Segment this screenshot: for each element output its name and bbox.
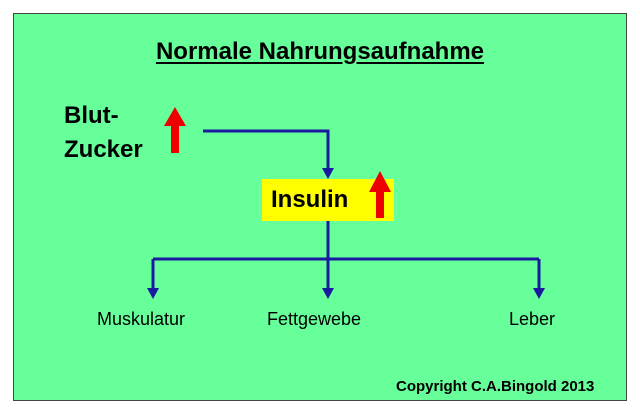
- up-arrow-icon: [164, 107, 186, 153]
- up-arrow-icon: [369, 171, 391, 218]
- arrowhead-to-fat-tissue: [322, 288, 334, 299]
- arrowhead-to-insulin: [322, 168, 334, 179]
- insulin-box: [262, 179, 394, 221]
- target-muscle: Muskulatur: [97, 309, 186, 329]
- arrowhead-to-muscle: [147, 288, 159, 299]
- blood-sugar-line-1: Blut-: [64, 102, 119, 129]
- flow-branch-lines: [151, 221, 541, 290]
- insulin-label: Insulin: [271, 186, 349, 213]
- copyright-text: Copyright C.A.Bingold 2013: [396, 378, 595, 395]
- target-fat-tissue: Fettgewebe: [267, 309, 362, 329]
- diagram-title: Normale Nahrungsaufnahme: [155, 38, 485, 65]
- blood-sugar-line-2: Zucker: [64, 136, 143, 163]
- flow-arrow-to-insulin: [203, 129, 330, 170]
- target-liver: Leber: [509, 309, 556, 329]
- arrowhead-to-liver: [533, 288, 545, 299]
- blood-sugar-label: Blut- Zucker: [64, 99, 143, 167]
